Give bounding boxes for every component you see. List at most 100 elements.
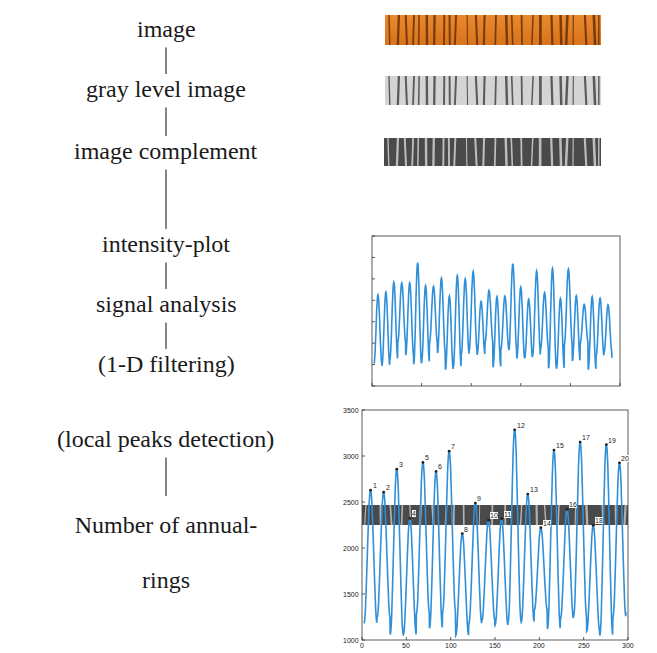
ring-stripe <box>494 76 496 105</box>
tick <box>520 383 521 386</box>
ring-stripe <box>539 15 542 45</box>
ring-stripe <box>521 15 523 45</box>
ring-stripe <box>550 138 553 166</box>
ring-stripe <box>449 15 451 45</box>
ring-stripe <box>512 15 513 45</box>
peak-marker <box>369 489 372 492</box>
ring-stripe <box>566 138 567 166</box>
tick <box>372 257 375 258</box>
ring-stripe <box>532 15 533 45</box>
ring-stripe <box>388 76 390 105</box>
peak-number: 17 <box>582 434 590 441</box>
ring-stripe <box>483 15 486 45</box>
peak-marker <box>448 450 451 453</box>
tick <box>372 236 375 237</box>
connector-line <box>165 170 166 229</box>
peak-marker <box>408 517 411 520</box>
wood-image <box>385 15 601 45</box>
ring-stripe <box>365 505 366 525</box>
ring-stripe <box>539 76 542 105</box>
tick <box>628 637 629 640</box>
tick <box>450 637 451 640</box>
axis-tick-label: 50 <box>402 642 410 649</box>
ring-stripe <box>512 76 513 105</box>
tick <box>372 364 375 365</box>
ring-stripe <box>535 505 538 525</box>
ring-stripe <box>482 138 485 166</box>
ring-stripe <box>388 15 390 45</box>
peak-number: 9 <box>477 495 481 502</box>
axis-tick-label: 1000 <box>343 637 359 644</box>
plot-axes <box>362 410 628 640</box>
ring-stripe <box>532 138 533 166</box>
ring-stripe <box>443 15 445 45</box>
step-label: (local peaks detection) <box>57 426 274 452</box>
ring-stripe <box>598 138 600 166</box>
peak-marker <box>539 526 542 529</box>
step-text: (local peaks detection) <box>57 426 274 454</box>
ring-stripe <box>401 505 403 525</box>
ring-stripe <box>598 76 600 105</box>
ring-stripe <box>463 505 465 525</box>
ring-stripe <box>411 138 414 166</box>
peak-marker <box>422 461 425 464</box>
peak-number: 5 <box>425 454 429 461</box>
ring-stripe <box>573 15 574 45</box>
connector-line <box>165 48 166 74</box>
axis-tick-label: 1500 <box>343 591 359 598</box>
ring-stripe <box>559 76 562 105</box>
ring-stripe <box>557 505 559 525</box>
peak-number: 13 <box>530 486 538 493</box>
peak-marker <box>435 470 438 473</box>
ring-stripe <box>433 15 436 45</box>
ring-stripe <box>624 505 625 525</box>
ring-stripe <box>572 138 573 166</box>
peak-marker <box>553 449 556 452</box>
peak-number: 3 <box>399 461 403 468</box>
ring-stripe <box>397 138 398 166</box>
peak-number: 16 <box>569 501 577 508</box>
ring-stripe <box>539 138 542 166</box>
tick <box>570 383 571 386</box>
ring-stripe <box>412 15 415 45</box>
step-text: image complement <box>74 138 257 166</box>
ring-stripe <box>467 15 469 45</box>
ring-stripe <box>406 76 407 105</box>
peak-marker <box>566 508 569 511</box>
connector-line <box>165 323 166 349</box>
tick <box>362 548 365 549</box>
complement-image <box>384 138 601 166</box>
peak-number: 8 <box>464 526 468 533</box>
ring-stripe <box>406 15 407 45</box>
tick <box>372 386 375 387</box>
step-label: signal analysis <box>96 291 237 317</box>
peak-number: 7 <box>451 443 455 450</box>
ring-stripe <box>511 138 512 166</box>
ring-stripe <box>442 138 444 166</box>
peak-number: 15 <box>556 442 564 449</box>
step-text: Number of annual- rings <box>51 498 281 608</box>
ring-stripe <box>594 15 595 45</box>
tick <box>362 594 365 595</box>
peak-marker <box>579 441 582 444</box>
peak-number: 1 <box>373 482 377 489</box>
step-label: intensity-plot <box>102 231 230 257</box>
step-text: (1-D filtering) <box>98 351 235 379</box>
peak-marker <box>513 428 516 431</box>
tick <box>372 343 375 344</box>
step-text: gray level image <box>86 76 246 104</box>
ring-stripe <box>550 15 553 45</box>
tick <box>362 637 363 640</box>
ring-stripe <box>585 15 586 45</box>
axis-tick-label: 300 <box>622 642 634 649</box>
axis-tick-label: 2000 <box>343 545 359 552</box>
ring-stripe <box>453 505 455 525</box>
step-label: gray level image <box>86 76 246 102</box>
axis-tick-label: 0 <box>360 642 364 649</box>
ring-stripe <box>467 76 469 105</box>
axis-tick-label: 2500 <box>343 499 359 506</box>
ring-stripe <box>504 138 507 166</box>
ring-stripe <box>443 76 445 105</box>
step-label: Number of annual- rings <box>75 512 258 593</box>
ring-stripe <box>455 15 456 45</box>
